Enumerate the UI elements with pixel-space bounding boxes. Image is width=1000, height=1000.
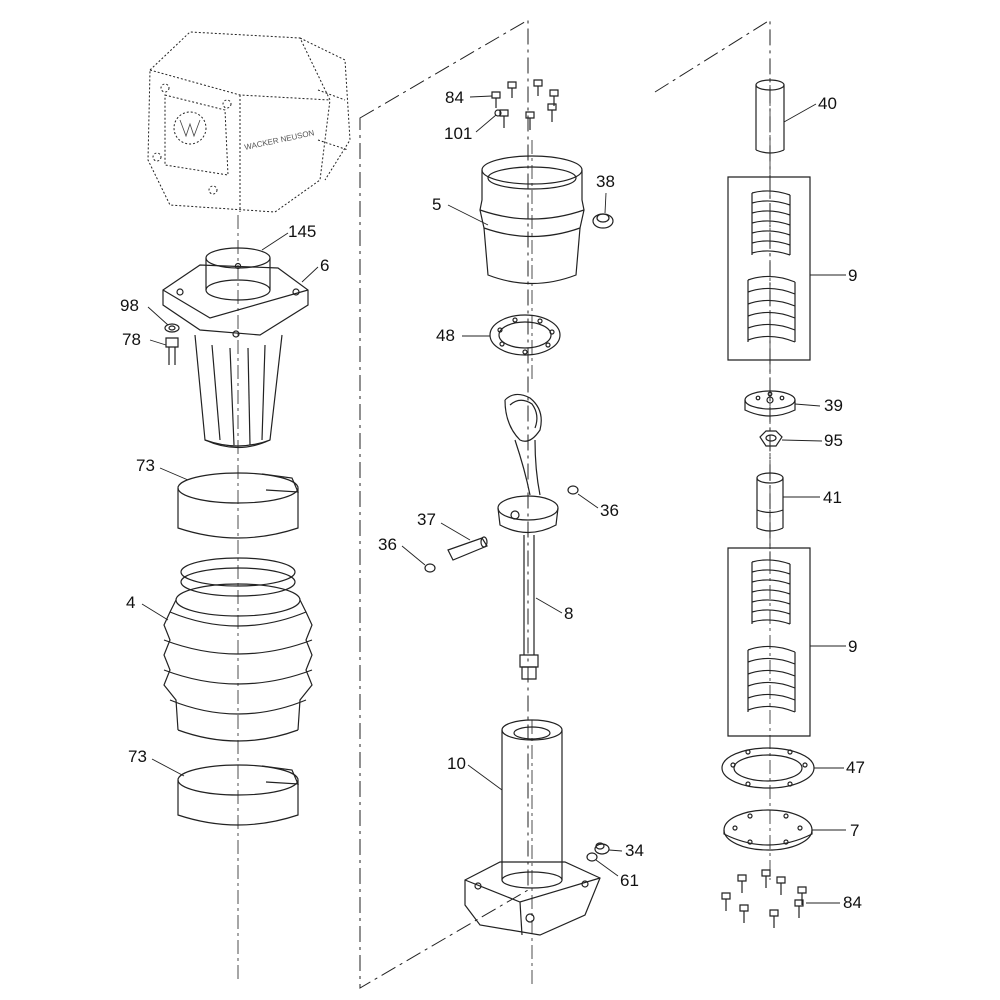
part-9-spring-set-lower (728, 548, 810, 736)
callout-37: 37 (417, 510, 436, 529)
part-84-screws-bottom (722, 870, 806, 928)
callout-7: 7 (850, 821, 860, 840)
part-10-guide-cylinder (465, 720, 600, 935)
callout-34: 34 (625, 841, 644, 860)
part-38-plug (593, 214, 613, 228)
callout-98: 98 (120, 296, 139, 315)
callout-36-right: 36 (600, 501, 619, 520)
callout-47: 47 (846, 758, 865, 777)
part-40-sleeve (756, 80, 784, 153)
part-8-connecting-rod (498, 394, 558, 679)
part-37-pin (448, 537, 487, 560)
callout-41: 41 (823, 488, 842, 507)
callout-38: 38 (596, 172, 615, 191)
part-78-screw (166, 338, 178, 365)
part-36-washer-right (568, 486, 578, 494)
callout-5: 5 (432, 195, 442, 214)
part-7-cover-plate (724, 810, 812, 850)
engine-logo-text: WACKER NEUSON (244, 128, 316, 152)
part-5-cup (480, 156, 584, 284)
callout-40: 40 (818, 94, 837, 113)
panel-dashed-outlines (359, 19, 771, 989)
callout-39: 39 (824, 396, 843, 415)
callout-95: 95 (824, 431, 843, 450)
callout-73-upper: 73 (136, 456, 155, 475)
part-47-gasket (722, 748, 814, 788)
part-39-spring-disc (745, 391, 795, 416)
part-6-flange-housing (163, 264, 308, 448)
part-9-spring-set-upper (728, 177, 810, 360)
callout-145: 145 (288, 222, 317, 241)
callout-101: 101 (444, 124, 473, 143)
part-84-101-screws-top (492, 80, 558, 130)
part-73-clamp-upper (178, 473, 298, 538)
part-34-plug (595, 843, 609, 854)
part-4-bellows (164, 558, 312, 741)
callout-10: 10 (447, 754, 466, 773)
leader-lines (141, 95, 846, 904)
callout-61: 61 (620, 871, 639, 890)
part-95-nut (760, 431, 782, 446)
callout-9-lower: 9 (848, 637, 858, 656)
part-73-clamp-lower (178, 765, 298, 825)
callout-36-left: 36 (378, 535, 397, 554)
callout-4: 4 (126, 593, 136, 612)
part-48-gasket (490, 315, 560, 355)
callout-84-bottom: 84 (843, 893, 862, 912)
part-98-washer (165, 324, 179, 332)
callout-6: 6 (320, 256, 330, 275)
callout-73-lower: 73 (128, 747, 147, 766)
callout-9-upper: 9 (848, 266, 858, 285)
callout-84-top: 84 (445, 88, 464, 107)
part-61-washer (587, 853, 597, 861)
part-41-piston (757, 473, 783, 531)
part-36-washer-left (425, 564, 435, 572)
callout-8: 8 (564, 604, 574, 623)
callout-78: 78 (122, 330, 141, 349)
axis-lines (237, 60, 771, 985)
engine-housing (147, 31, 351, 213)
callout-48: 48 (436, 326, 455, 345)
engine-logo (179, 119, 201, 138)
